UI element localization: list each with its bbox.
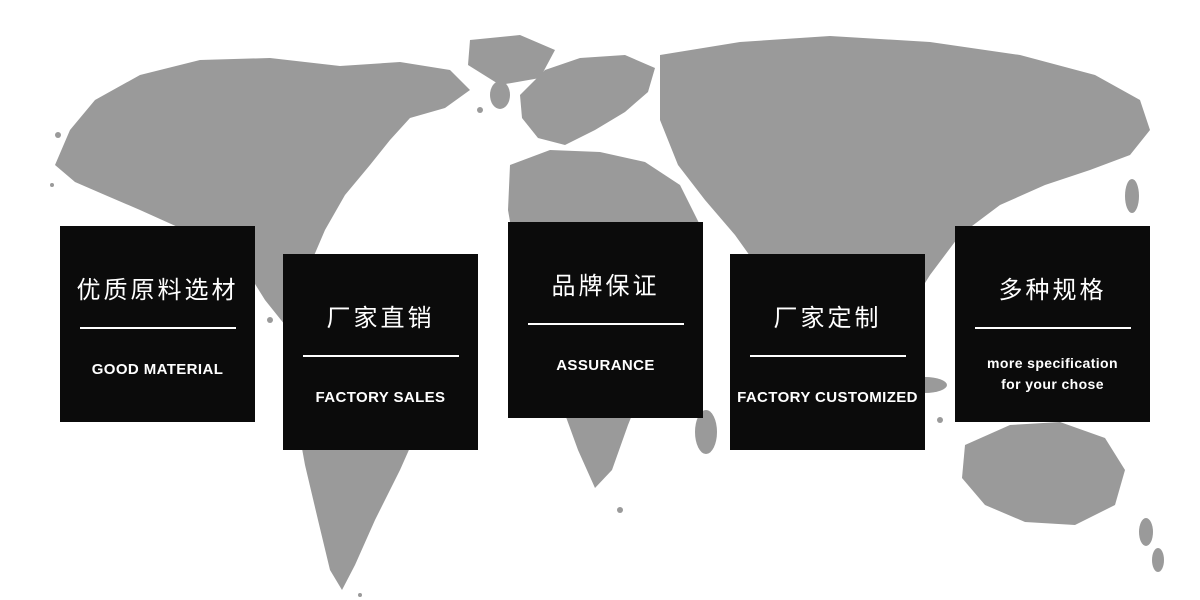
card-divider [749,355,906,357]
card-subtitle: ASSURANCE [556,357,655,374]
card-title: 厂家直销 [326,305,435,332]
feature-card-more-specification: 多种规格 more specification for your chose [955,226,1150,422]
card-title: 厂家定制 [773,305,882,332]
card-subtitle: FACTORY CUSTOMIZED [737,389,918,406]
card-divider [974,327,1131,329]
card-divider [527,323,684,325]
card-subtitle: FACTORY SALES [315,389,446,406]
feature-card-good-material: 优质原料选材 GOOD MATERIAL [60,226,255,422]
feature-card-factory-customized: 厂家定制 FACTORY CUSTOMIZED [730,254,925,450]
feature-card-assurance: 品牌保证 ASSURANCE [508,222,703,418]
card-title: 多种规格 [998,277,1107,304]
card-title: 品牌保证 [551,273,660,300]
card-divider [302,355,459,357]
card-subtitle: more specification for your chose [987,355,1118,392]
card-divider [79,327,236,329]
feature-card-factory-sales: 厂家直销 FACTORY SALES [283,254,478,450]
card-subtitle: GOOD MATERIAL [91,361,224,378]
card-title: 优质原料选材 [76,277,239,304]
